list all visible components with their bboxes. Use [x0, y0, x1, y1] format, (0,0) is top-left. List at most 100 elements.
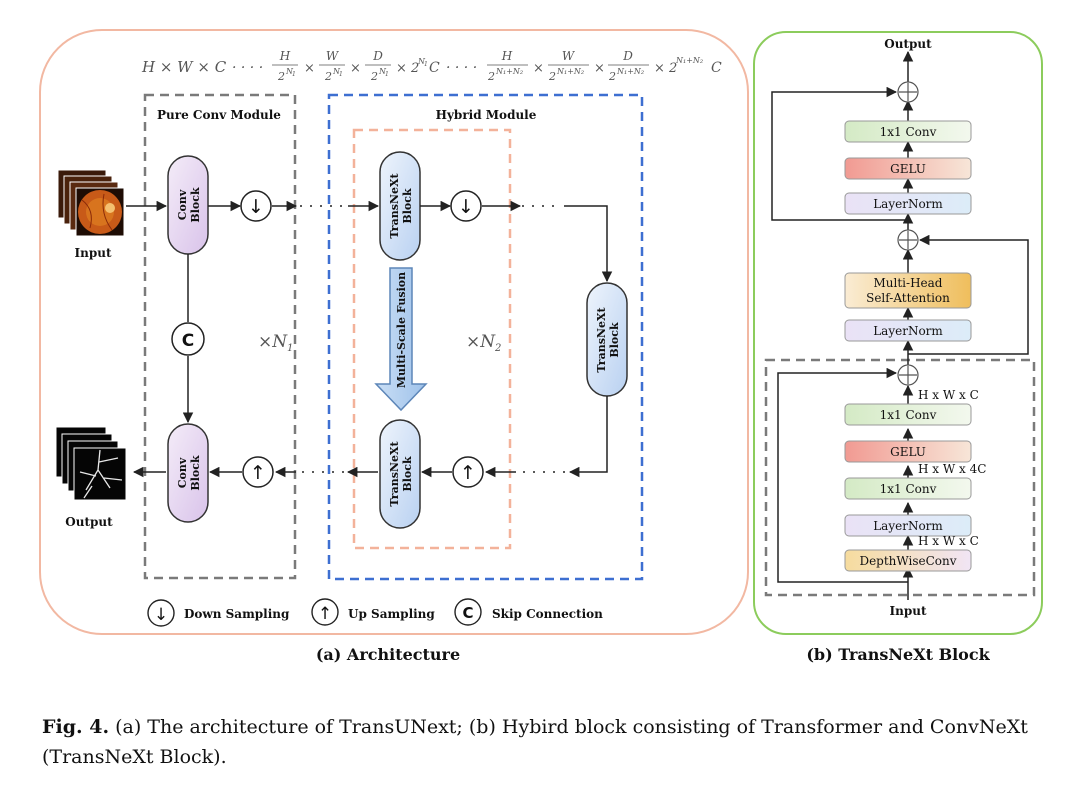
svg-text:↓: ↓: [154, 605, 168, 625]
down-sampling-node-1: ↓: [240, 190, 272, 222]
conv-block-decoder: Conv Block: [167, 423, 209, 523]
architecture-connections: [126, 200, 613, 478]
svg-text:N: N: [378, 67, 387, 76]
svg-text:TransNeXt: TransNeXt: [388, 172, 401, 238]
svg-text:DepthWiseConv: DepthWiseConv: [859, 554, 956, 568]
bottom-conv1x1-second-box: 1x1 Conv: [844, 403, 972, 426]
dim-label-top: H x W x C: [918, 388, 979, 402]
svg-text:LayerNorm: LayerNorm: [873, 519, 943, 533]
svg-text:1x1 Conv: 1x1 Conv: [880, 482, 937, 496]
svg-text:W: W: [562, 49, 576, 63]
bottom-layernorm-box: LayerNorm: [844, 514, 972, 537]
svg-text:Self-Attention: Self-Attention: [866, 291, 950, 305]
sum-node-bottom: [897, 364, 919, 386]
svg-text:↓: ↓: [458, 196, 474, 218]
transnext-block-frame: [753, 31, 1043, 635]
down-sampling-node-2: ↓: [450, 190, 482, 222]
pure-conv-module-title: Pure Conv Module: [157, 108, 281, 122]
svg-text:Up Sampling: Up Sampling: [348, 607, 435, 621]
caption-text: (a) The architecture of TransUNext; (b) …: [42, 716, 1028, 768]
conv-block-encoder: Conv Block: [167, 155, 209, 255]
transnext-block-encoder: TransNeXt Block: [379, 151, 421, 261]
svg-text:Block: Block: [608, 322, 621, 358]
svg-text:Down Sampling: Down Sampling: [184, 607, 290, 621]
mid-layernorm-box: LayerNorm: [844, 319, 972, 342]
svg-text:TransNeXt: TransNeXt: [595, 306, 608, 372]
svg-text:TransNeXt: TransNeXt: [388, 440, 401, 506]
svg-text:×: ×: [350, 61, 361, 76]
sum-node-middle: [897, 229, 919, 251]
depthwise-conv-box: DepthWiseConv: [844, 549, 972, 572]
svg-text:C: C: [429, 60, 440, 76]
legend: ↓ Down Sampling ↑ Up Sampling C Skip Con…: [147, 598, 603, 627]
architecture-frame: [39, 29, 749, 635]
svg-text:× 2: × 2: [396, 61, 419, 76]
top-layernorm-box: LayerNorm: [844, 192, 972, 215]
legend-down-sampling: ↓ Down Sampling: [147, 599, 290, 627]
svg-text:1x1 Conv: 1x1 Conv: [880, 125, 937, 139]
hybrid-module-frame: [327, 93, 644, 581]
svg-text:2: 2: [324, 70, 332, 83]
dimension-formula: H × W × C · · · · H 2 N 1 × W 2 N 1 × D …: [141, 49, 722, 83]
svg-text:2: 2: [277, 70, 285, 83]
svg-text:· · · ·: · · · ·: [446, 60, 477, 76]
svg-text:↑: ↑: [250, 462, 266, 484]
svg-text:N₁+N₂: N₁+N₂: [616, 67, 644, 76]
top-conv1x1-box: 1x1 Conv: [844, 120, 972, 143]
svg-text:W: W: [326, 49, 340, 63]
hybrid-module-title: Hybrid Module: [436, 108, 537, 122]
transnext-block-decoder: TransNeXt Block: [379, 419, 421, 529]
svg-text:GELU: GELU: [890, 162, 926, 176]
skip-connection-node: C: [171, 322, 205, 356]
bottom-conv1x1-first-box: 1x1 Conv: [844, 477, 972, 500]
svg-text:1x1 Conv: 1x1 Conv: [880, 408, 937, 422]
svg-text:1: 1: [339, 71, 343, 78]
figure-diagram: H × W × C · · · · H 2 N 1 × W 2 N 1 × D …: [39, 29, 1043, 664]
up-sampling-node-1: ↑: [242, 456, 274, 488]
svg-text:×N: ×N: [258, 332, 288, 352]
svg-text:Block: Block: [189, 455, 202, 491]
bottom-gelu-box: GELU: [844, 440, 972, 463]
svg-text:×: ×: [533, 61, 544, 76]
repeat-n1-label: ×N 1: [258, 332, 293, 354]
svg-text:N₁+N₂: N₁+N₂: [495, 67, 523, 76]
svg-text:Block: Block: [401, 188, 414, 224]
svg-text:H: H: [279, 49, 291, 63]
multi-head-self-attention-box: Multi-Head Self-Attention: [844, 272, 972, 309]
transnext-input-label: Input: [890, 604, 927, 618]
transnext-output-label: Output: [884, 37, 932, 51]
svg-text:2: 2: [548, 70, 556, 83]
svg-text:N: N: [417, 57, 426, 66]
transnext-block-bottleneck: TransNeXt Block: [586, 282, 628, 397]
dim-label-bottom: H x W x C: [918, 534, 979, 548]
transnext-subtitle: (b) TransNeXt Block: [806, 645, 990, 664]
svg-text:N: N: [332, 67, 341, 76]
svg-text:Multi-Scale Fusion: Multi-Scale Fusion: [395, 272, 408, 388]
svg-text:↑: ↑: [460, 462, 476, 484]
svg-text:LayerNorm: LayerNorm: [873, 324, 943, 338]
input-label: Input: [75, 246, 112, 260]
svg-text:Block: Block: [189, 187, 202, 223]
svg-text:D: D: [622, 49, 633, 63]
svg-text:H: H: [501, 49, 513, 63]
legend-up-sampling: ↑ Up Sampling: [311, 598, 435, 626]
input-image-stack: [57, 169, 125, 237]
svg-text:GELU: GELU: [890, 445, 926, 459]
svg-text:× 2: × 2: [654, 61, 677, 76]
convnext-subblock-frame: [764, 358, 1036, 597]
svg-text:↓: ↓: [248, 196, 264, 218]
legend-skip-connection: C Skip Connection: [454, 598, 603, 626]
dim-label-mid: H x W x 4C: [918, 462, 986, 476]
svg-text:Conv: Conv: [176, 189, 189, 220]
svg-text:Block: Block: [401, 456, 414, 492]
svg-text:×: ×: [304, 61, 315, 76]
svg-text:N: N: [285, 67, 294, 76]
svg-text:2: 2: [487, 70, 495, 83]
transnext-stack-frame: [352, 128, 512, 550]
svg-text:1: 1: [292, 71, 296, 78]
svg-text:LayerNorm: LayerNorm: [873, 197, 943, 211]
repeat-n2-label: ×N 2: [466, 332, 501, 354]
sum-node-top: [897, 81, 919, 103]
svg-text:· · · ·: · · · ·: [232, 60, 263, 76]
